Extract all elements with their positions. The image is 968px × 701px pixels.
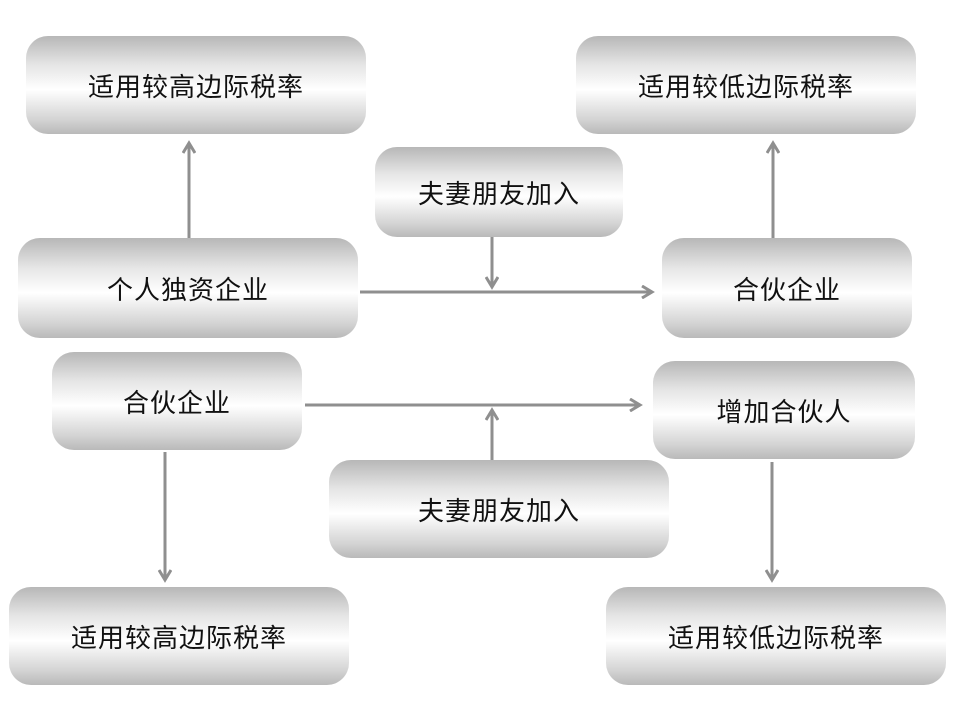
box-spouse-friends-top: 夫妻朋友加入 [375,147,623,237]
box-low-rate-bottom: 适用较低边际税率 [606,587,946,685]
box-spouse-friends-bottom: 夫妻朋友加入 [329,460,669,558]
box-add-partner: 增加合伙人 [653,361,915,459]
box-sole-proprietorship: 个人独资企业 [18,238,358,338]
box-high-rate-top: 适用较高边际税率 [26,36,366,134]
box-partnership-top: 合伙企业 [662,238,912,338]
box-low-rate-top: 适用较低边际税率 [576,36,916,134]
box-partnership-bottom: 合伙企业 [52,352,302,450]
box-high-rate-bottom: 适用较高边际税率 [9,587,349,685]
